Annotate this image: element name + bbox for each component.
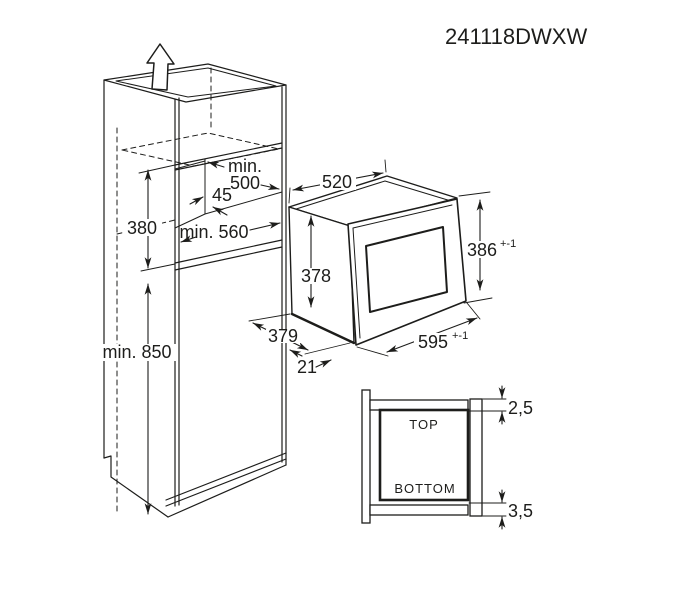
cabinet-plinth <box>103 455 169 518</box>
dim-top-clearance: 2,5 <box>508 398 533 418</box>
dim-body-width: 520 <box>322 172 352 192</box>
dim-niche-width-min: min. <box>228 156 262 176</box>
cabinet-top-rim-inner <box>115 67 277 98</box>
section-bottom-shelf <box>369 504 469 516</box>
microwave-door-window <box>365 226 448 313</box>
section-bottom-label: BOTTOM <box>394 481 455 496</box>
cabinet-base-edge <box>167 464 287 518</box>
microwave-frame-inner-line <box>352 204 453 339</box>
label-backplates <box>99 175 532 361</box>
niche-interior-lines <box>174 158 283 229</box>
cabinet-right-edge <box>281 84 287 466</box>
cabinet-top-rim-outer <box>103 63 287 103</box>
microwave-top-inner-line <box>292 180 452 211</box>
dim-floor-height: min. 850 <box>102 342 171 362</box>
model-number: 241118DWXW <box>445 24 587 49</box>
microwave-front-frame <box>347 198 467 346</box>
cabinet-diagram <box>103 43 287 518</box>
dim-front-height-tolerance: +-1 <box>500 238 516 250</box>
section-top-label: TOP <box>409 417 439 432</box>
dim-niche-height: 380 <box>127 218 157 238</box>
section-side-wall <box>361 389 371 524</box>
cabinet-door-bottom <box>165 452 287 507</box>
dim-body-depth: 379 <box>268 326 298 346</box>
section-top-shelf <box>369 399 469 411</box>
dim-front-width: 595 <box>418 332 448 352</box>
cabinet-front-left-edge <box>174 97 180 507</box>
hidden-lines <box>116 67 280 513</box>
dim-frame-lip: 21 <box>297 357 317 377</box>
section-oven-body <box>378 408 470 502</box>
microwave-bottom-edge <box>290 312 356 345</box>
dim-vent-offset: 45 <box>212 185 232 205</box>
section-front-frame <box>469 398 483 517</box>
dim-bottom-clearance: 3,5 <box>508 501 533 521</box>
vent-up-arrow-icon <box>146 43 175 91</box>
niche-shelf-edge <box>174 239 283 271</box>
dim-body-height: 378 <box>301 266 331 286</box>
dim-niche-depth: min. 560 <box>179 222 248 242</box>
dim-niche-width-value: 500 <box>230 173 260 193</box>
dim-front-width-tolerance: +-1 <box>452 330 468 342</box>
dim-front-height: 386 <box>467 240 497 260</box>
microwave-diagram <box>288 175 467 346</box>
section-diagram <box>361 389 483 524</box>
